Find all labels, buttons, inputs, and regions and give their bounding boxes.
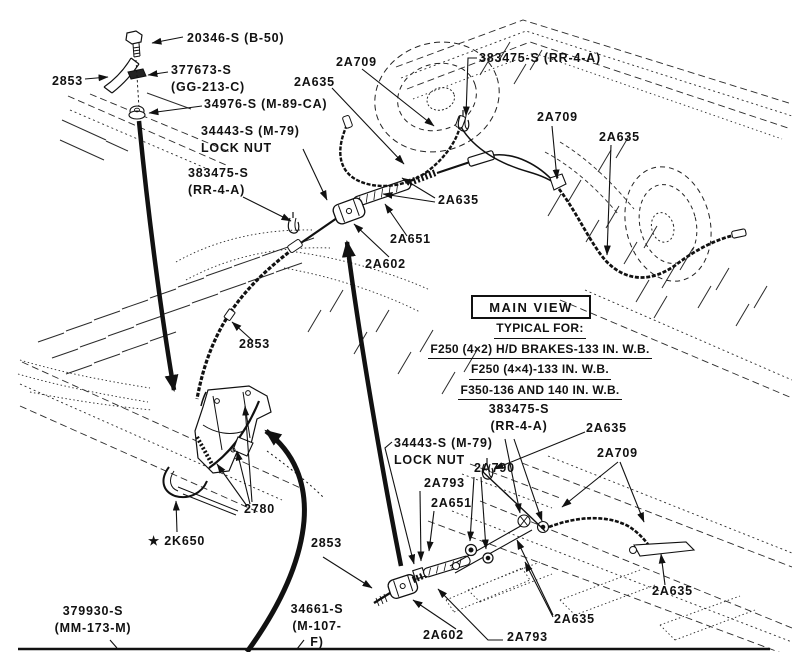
rear-cable-2a635 (557, 188, 747, 279)
part-label-2853: 2853 (239, 337, 271, 351)
part-label-2853: 2853 (52, 74, 84, 88)
front-wheel (374, 41, 500, 153)
part-label-20346-s-b-50: 20346-S (B-50) (187, 31, 285, 45)
main-view-subtitle: TYPICAL FOR: (494, 321, 586, 339)
part-label-379930-s-mm-173-m: 379930-S (MM-173-M) (54, 604, 132, 635)
rear-wheel (624, 166, 712, 282)
rear-axle-phantom (544, 141, 635, 215)
part-label-2a793: 2A793 (424, 476, 465, 490)
part-label-2a790: 2A790 (474, 461, 515, 475)
clip-377673 (127, 68, 147, 80)
part-label-2853: 2853 (311, 536, 343, 550)
part-label-34661-s-m-107-f: 34661-S (M-107-F) (290, 602, 344, 649)
part-label-383475-s-rr-4-a: 383475-S (RR-4-A) (488, 402, 550, 433)
application-line: F350-136 AND 140 IN. W.B. (458, 383, 622, 400)
part-label-2a602: 2A602 (365, 257, 406, 271)
part-label-383475-s-rr-4-a: 383475-S (RR-4-A) (188, 166, 249, 197)
equalizer-assembly-detail (373, 470, 696, 607)
part-label-2a635: 2A635 (554, 612, 595, 626)
locator-arrows (136, 120, 404, 652)
part-label-2a635: 2A635 (599, 130, 640, 144)
main-view-title-box: MAIN VIEW (471, 295, 591, 319)
application-line: F250 (4×2) H/D BRAKES-133 IN. W.B. (428, 342, 652, 359)
thick-arrow-curved (244, 429, 307, 652)
part-label-2a651: 2A651 (390, 232, 431, 246)
front-loop-cable-2a709 (339, 115, 567, 191)
part-label-34443-s-m-79-lock-nut: 34443-S (M-79) LOCK NUT (201, 124, 300, 155)
clip-383475-left (287, 211, 300, 234)
leader-lines (84, 36, 666, 650)
front-cable-2853 (195, 217, 338, 400)
part-label-377673-s-gg-213-c: 377673-S (GG-213-C) (171, 63, 245, 94)
part-label-34976-s-m-89-ca: 34976-S (M-89-CA) (204, 97, 328, 111)
part-label-383475-s-rr-4-a: 383475-S (RR-4-A) (479, 51, 601, 65)
part-label-2a709: 2A709 (597, 446, 638, 460)
bolt-20346 (125, 30, 143, 58)
main-view-applications: TYPICAL FOR: F250 (4×2) H/D BRAKES-133 I… (400, 320, 680, 402)
parking-brake-lever-assembly (162, 385, 324, 516)
nut-34976 (128, 105, 146, 120)
main-view-title: MAIN VIEW (489, 299, 573, 315)
part-label-34443-s-m-79-lock-nut: 34443-S (M-79) LOCK NUT (394, 436, 493, 467)
thick-arrow-detail-to-main (341, 240, 404, 567)
part-label-2a635: 2A635 (586, 421, 627, 435)
part-label-2a709: 2A709 (336, 55, 377, 69)
part-label-2780: 2780 (244, 502, 276, 516)
part-label-2a793: 2A793 (507, 630, 548, 644)
part-label-2a651: 2A651 (431, 496, 472, 510)
part-label-2a635: 2A635 (294, 75, 335, 89)
thick-arrow-top-left (136, 120, 179, 392)
part-label-2a602: 2A602 (423, 628, 464, 642)
application-line: F250 (4×4)-133 IN. W.B. (469, 362, 611, 380)
equalizer-assembly-main (332, 150, 556, 225)
part-label-2a635: 2A635 (438, 193, 479, 207)
part-label-2a635: 2A635 (652, 584, 693, 598)
part-label-2a709: 2A709 (537, 110, 578, 124)
part-label-2k650: ★ 2K650 (148, 534, 206, 548)
cable-mount-detail (103, 30, 147, 120)
